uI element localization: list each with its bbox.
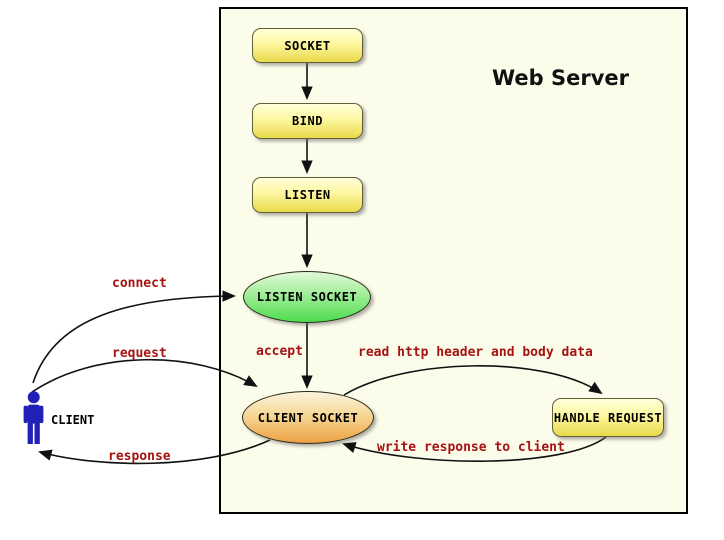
web-server-title: Web Server [491, 66, 629, 90]
edge-label-read: read http header and body data [358, 345, 593, 360]
edge-connect-arrow [32, 290, 237, 384]
edge-label-connect: connect [112, 276, 167, 291]
edge-read-arrow [343, 365, 603, 396]
node-listen-socket-label: LISTEN SOCKET [256, 290, 358, 304]
edge-response-arrow [38, 439, 271, 465]
node-handle-request-label: HANDLE REQUEST [553, 410, 663, 425]
node-listen: LISTEN [252, 177, 363, 213]
edge-label-request: request [112, 346, 167, 361]
client-label: CLIENT [51, 413, 95, 427]
node-client-socket: CLIENT SOCKET [242, 391, 374, 444]
node-listen-socket: LISTEN SOCKET [243, 271, 371, 323]
node-bind: BIND [252, 103, 363, 139]
edge-label-write: write response to client [377, 440, 565, 455]
node-socket-label: SOCKET [284, 38, 331, 53]
edge-label-response: response [108, 449, 171, 464]
node-listen-label: LISTEN [284, 188, 331, 202]
person-icon [23, 391, 44, 444]
node-handle-request: HANDLE REQUEST [552, 398, 664, 437]
node-socket: SOCKET [252, 28, 363, 63]
edge-write-arrow [342, 436, 607, 463]
node-client-socket-label: CLIENT SOCKET [257, 410, 359, 425]
edge-label-accept: accept [256, 344, 303, 359]
edge-request-arrow [31, 358, 258, 393]
node-bind-label: BIND [292, 114, 323, 128]
